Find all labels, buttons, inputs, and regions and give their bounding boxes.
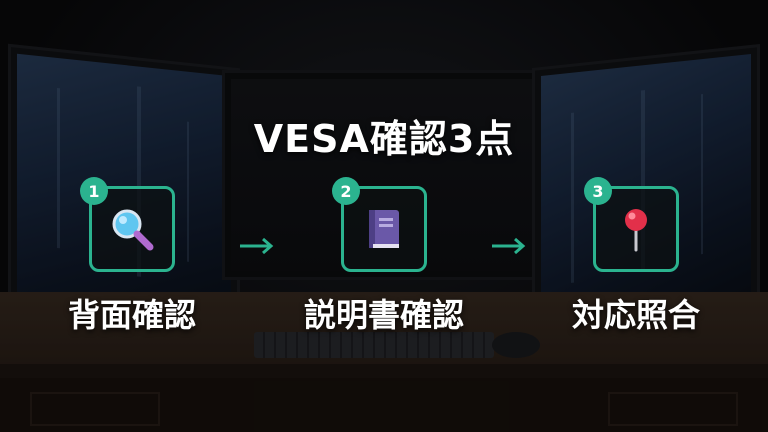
step-2-box: 2	[332, 177, 427, 272]
desk-front	[0, 378, 768, 432]
desk-drawer	[30, 392, 160, 426]
step-3-box: 3	[584, 177, 679, 272]
step-1-label: 背面確認	[67, 296, 196, 334]
magnifying-glass-icon	[92, 189, 172, 269]
page-title: VESA確認3点	[253, 117, 515, 161]
step-3-badge: 3	[584, 177, 612, 205]
step-2-badge: 2	[332, 177, 360, 205]
desk-drawer	[608, 392, 738, 426]
step-3-label: 対応照合	[571, 296, 700, 334]
center-monitor	[222, 70, 548, 280]
red-pushpin-icon	[596, 189, 676, 269]
step-1-badge: 1	[80, 177, 108, 205]
mouse	[492, 332, 540, 358]
keyboard	[254, 332, 494, 358]
desk-edge	[0, 364, 768, 378]
step-1-box: 1	[80, 177, 175, 272]
manual-book-icon	[344, 189, 424, 269]
step-2-label: 説明書確認	[303, 296, 464, 334]
right-arrow-icon	[238, 236, 278, 256]
right-arrow-icon	[490, 236, 530, 256]
